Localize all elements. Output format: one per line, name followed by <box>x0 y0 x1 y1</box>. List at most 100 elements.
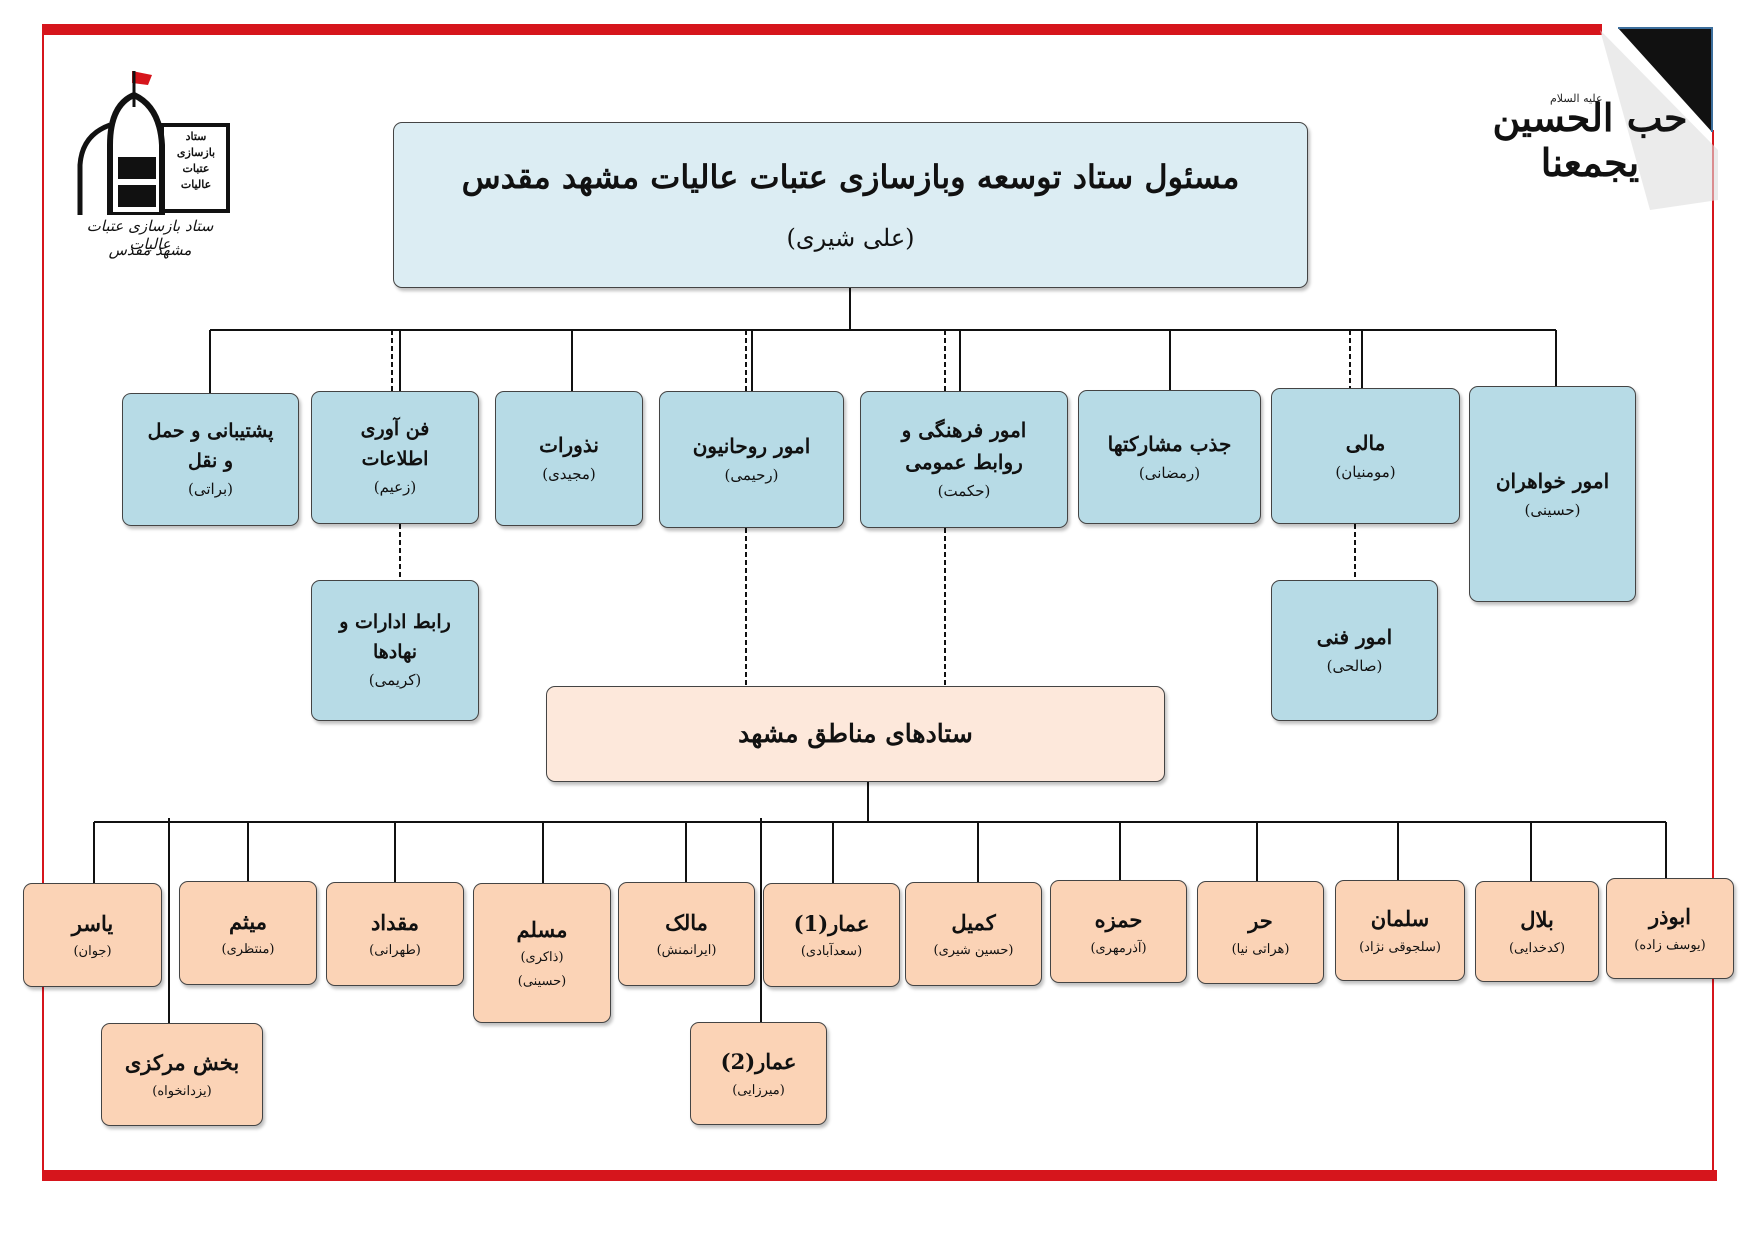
zone-person: (آذرمهری) <box>1090 940 1147 956</box>
zone-title: حر <box>1248 908 1273 933</box>
dept-person: (مومنیان) <box>1335 462 1396 481</box>
dept-box-it: فن آوری اطلاعات (زعیم) <box>311 391 479 524</box>
zone-title: عمار(1) <box>793 910 870 936</box>
zone-person: (طهرانی) <box>369 943 421 959</box>
dept-box-logistics: پشتیبانی و حمل و نقل (براتی) <box>122 393 299 526</box>
dept-person: (زعیم) <box>373 478 417 497</box>
zone-box-abuzar: ابوذر (یوسف زاده) <box>1606 878 1734 979</box>
hq-box: ستادهای مناطق مشهد <box>546 686 1165 782</box>
frame-right-border <box>1712 130 1714 1175</box>
dept-title-line-2: و نقل <box>187 450 234 472</box>
organization-logo: ستاد بازسازی عتبات عالیات ستاد بازسازی ع… <box>70 65 230 280</box>
dept-person: (براتی) <box>188 480 233 499</box>
logo-box-line-1: ستاد <box>185 130 207 143</box>
zone-title: عمار(2) <box>720 1049 797 1074</box>
zone-person: (یزدانخواه) <box>152 1083 212 1099</box>
zone-person: (سعدآبادی) <box>800 944 863 960</box>
connector-lines <box>93 288 1667 1023</box>
zone-title: مسلم <box>516 916 568 942</box>
frame-bottom-bar <box>42 1170 1717 1181</box>
zone-box-bilal: بلال (کدخدایی) <box>1475 881 1599 982</box>
dashed-connectors <box>391 330 1356 686</box>
dept-title-line-2: اطلاعات <box>361 448 429 470</box>
motto-honorific: علیه السلام <box>1550 92 1603 105</box>
subunit-person: (صالحی) <box>1326 657 1383 675</box>
zone-person: (منتظری) <box>221 942 275 958</box>
subunit-box-liaison: رابط ادارات و نهادها (کریمی) <box>311 580 479 721</box>
dept-person: (حسینی) <box>1524 500 1581 519</box>
frame-left-border <box>42 35 44 1175</box>
logo-caption-1: ستاد بازسازی عتبات عالیات <box>86 217 214 253</box>
dept-person: (رحیمی) <box>724 466 779 484</box>
dept-title: نذورات <box>539 433 599 457</box>
zone-person: (کدخدایی) <box>1508 940 1566 956</box>
corner-shadow <box>1600 30 1718 210</box>
dept-title-line-1: امور فرهنگی و <box>901 418 1027 442</box>
zone-box-ammar-1: عمار(1) (سعدآبادی) <box>763 883 900 987</box>
zone-box-ammar-2: عمار(2) (میرزایی) <box>690 1022 827 1125</box>
dept-box-participation: جذب مشارکتها (رمضانی) <box>1078 390 1261 524</box>
zone-box-komeil: کمیل (حسین شیری) <box>905 882 1042 986</box>
zone-title: میثم <box>229 908 267 934</box>
root-person: (علی شیری) <box>786 224 915 253</box>
dept-person: (مجیدی) <box>542 465 596 483</box>
logo-box-line-4: عالیات <box>180 177 212 191</box>
zone-title: مقداد <box>370 909 420 935</box>
subunit-title-line-1: رابط ادارات و <box>339 610 451 633</box>
zone-box-meghdad: مقداد (طهرانی) <box>326 882 464 986</box>
zone-title: بخش مرکزی <box>124 1050 240 1075</box>
zone-title: بلال <box>1520 907 1554 932</box>
subunit-title: امور فنی <box>1316 625 1393 649</box>
zone-person: (جوان) <box>73 944 112 960</box>
corner-triangle <box>1618 28 1712 132</box>
zone-person-2: (حسینی) <box>517 973 567 989</box>
hq-title: ستادهای مناطق مشهد <box>738 719 973 748</box>
zone-person: (میرزایی) <box>732 1082 785 1098</box>
zone-box-moslem: مسلم (ذاکری) (حسینی) <box>473 883 611 1023</box>
root-box: مسئول ستاد توسعه وبازسازی عتبات عالیات م… <box>393 122 1308 288</box>
dept-title-line-1: پشتیبانی و حمل <box>147 419 274 442</box>
dept-box-clergy: امور روحانیون (رحیمی) <box>659 391 844 528</box>
zone-person-1: (ذاکری) <box>520 950 564 966</box>
zone-title: سلمان <box>1370 906 1430 931</box>
logo-box-text: ستاد بازسازی عتبات عالیات <box>164 129 228 193</box>
frame-top-bar <box>42 24 1602 35</box>
zone-title: حمزه <box>1094 907 1143 932</box>
zone-title: مالک <box>665 909 708 935</box>
zone-box-malek: مالک (ایرانمنش) <box>618 882 755 986</box>
logo-box-line-2: بازسازی <box>176 145 216 159</box>
zone-title: ابوذر <box>1648 904 1692 929</box>
subunit-box-technical: امور فنی (صالحی) <box>1271 580 1438 721</box>
zone-title: یاسر <box>71 910 114 936</box>
shrine-dome-flag-icon <box>77 71 230 218</box>
root-title: مسئول ستاد توسعه وبازسازی عتبات عالیات م… <box>461 158 1240 197</box>
zone-box-salman: سلمان (سلجوقی نژاد) <box>1335 880 1465 981</box>
dept-person: (حکمت) <box>937 482 991 500</box>
dept-title-line-1: فن آوری <box>360 417 430 440</box>
zone-person: (هراتی نیا) <box>1231 941 1290 957</box>
dept-box-vows: نذورات (مجیدی) <box>495 391 643 526</box>
zone-box-hor: حر (هراتی نیا) <box>1197 881 1324 984</box>
logo-caption-2: مشهد مقدس <box>108 241 192 259</box>
dept-box-culture: امور فرهنگی و روابط عمومی (حکمت) <box>860 391 1068 528</box>
dept-title: مالی <box>1345 430 1386 455</box>
zone-person: (حسین شیری) <box>933 943 1014 959</box>
zone-box-hamzeh: حمزه (آذرمهری) <box>1050 880 1187 983</box>
subunit-title-line-2: نهادها <box>372 641 418 663</box>
zone-box-central: بخش مرکزی (یزدانخواه) <box>101 1023 263 1126</box>
dept-box-sisters: امور خواهران (حسینی) <box>1469 386 1636 602</box>
dept-title-line-2: روابط عمومی <box>905 450 1023 474</box>
zone-title: کمیل <box>951 909 996 935</box>
logo-box-line-3: عتبات <box>182 161 210 175</box>
subunit-person: (کریمی) <box>368 671 422 690</box>
zone-person: (یوسف زاده) <box>1634 937 1706 953</box>
corner-edge <box>1618 27 1713 132</box>
zone-box-meysam: میثم (منتظری) <box>179 881 317 985</box>
dept-person: (رمضانی) <box>1138 463 1201 482</box>
zone-person: (سلجوقی نژاد) <box>1359 939 1441 955</box>
zone-box-yaser: یاسر (جوان) <box>23 883 162 987</box>
motto-calligraphy: حب الحسین یجمعنا <box>1492 95 1688 185</box>
dept-box-finance: مالی (مومنیان) <box>1271 388 1460 524</box>
dept-title: جذب مشارکتها <box>1107 431 1232 456</box>
